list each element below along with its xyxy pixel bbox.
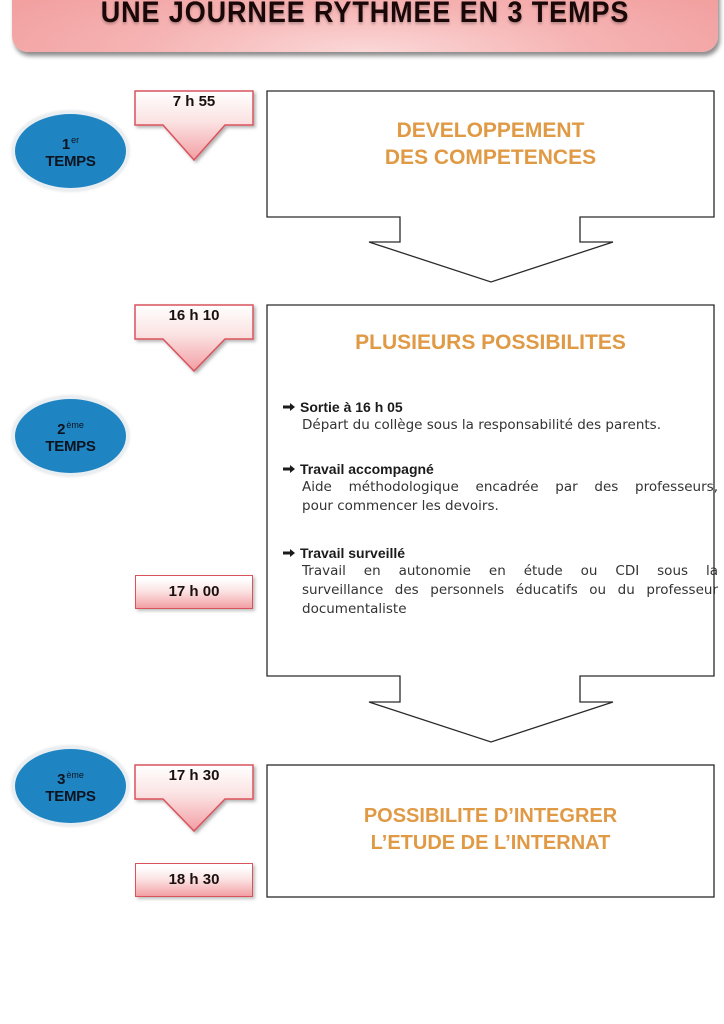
phase-number: 3 — [57, 770, 66, 788]
phase-suffix: er — [71, 134, 80, 145]
option-description-line: surveillance des personnels éducatifs ou… — [302, 582, 718, 598]
time-label-17h30: 17 h 30 — [168, 767, 220, 784]
phase-number: 2 — [57, 420, 66, 438]
box-1-heading: DEVELOPPEMENT DES COMPETENCES — [267, 117, 714, 171]
heading-line: L’ETUDE DE L’INTERNAT — [370, 832, 611, 854]
option-title: Sortie à 16 h 05 — [300, 399, 403, 415]
phase-number: 1 — [61, 135, 71, 153]
box-1-arrow-outline — [266, 90, 715, 283]
box-3-outline — [266, 764, 715, 898]
option-description-line: documentaliste — [302, 601, 407, 617]
phase-1-badge: 1er TEMPS — [12, 111, 129, 191]
phase-word: TEMPS — [45, 787, 96, 805]
bullet-arrow-icon — [283, 403, 295, 411]
time-tab-17h00: 17 h 00 — [135, 575, 253, 609]
time-tab-18h30: 18 h 30 — [135, 863, 253, 897]
phase-word: TEMPS — [45, 437, 96, 455]
phase-suffix: ème — [66, 419, 84, 430]
time-label-7h55: 7 h 55 — [172, 93, 216, 110]
option-description-line: Aide méthodologique encadrée par des pro… — [302, 479, 718, 495]
option-description-line: pour commencer les devoirs. — [302, 498, 499, 514]
bullet-arrow-icon — [283, 465, 295, 473]
page-title: UNE JOURNEE RYTHMEE EN 3 TEMPS — [100, 0, 630, 29]
box-2-heading: PLUSIEURS POSSIBILITES — [355, 331, 626, 354]
box-3-heading: POSSIBILITE D’INTEGRER L’ETUDE DE L’INTE… — [267, 803, 714, 857]
option-title: Travail accompagné — [300, 461, 434, 477]
option-travail-accompagne: Travail accompagné Aide méthodologique e… — [283, 460, 723, 516]
time-arrow-16h10 — [134, 304, 254, 373]
option-travail-surveille: Travail surveillé Travail en autonomie e… — [283, 544, 723, 619]
heading-line: DEVELOPPEMENT — [396, 119, 585, 142]
box-2-arrow-outline — [266, 304, 715, 743]
option-description: Départ du collège sous la responsabilité… — [302, 417, 662, 433]
option-description-line: Travail en autonomie en étude ou CDI sou… — [302, 563, 718, 579]
time-arrow-17h30 — [134, 764, 254, 833]
phase-2-badge: 2ème TEMPS — [12, 396, 129, 476]
phase-word: TEMPS — [45, 152, 96, 170]
option-title: Travail surveillé — [300, 545, 406, 561]
title-banner: UNE JOURNEE RYTHMEE EN 3 TEMPS — [12, 0, 718, 52]
time-arrow-7h55 — [134, 90, 254, 162]
bullet-arrow-icon — [283, 549, 295, 557]
heading-line: DES COMPETENCES — [384, 146, 597, 169]
phase-suffix: ème — [66, 769, 84, 780]
option-sortie: Sortie à 16 h 05 Départ du collège sous … — [283, 398, 723, 435]
phase-3-badge: 3ème TEMPS — [12, 746, 129, 826]
time-label-16h10: 16 h 10 — [168, 307, 220, 324]
heading-line: POSSIBILITE D’INTEGRER — [363, 805, 618, 827]
